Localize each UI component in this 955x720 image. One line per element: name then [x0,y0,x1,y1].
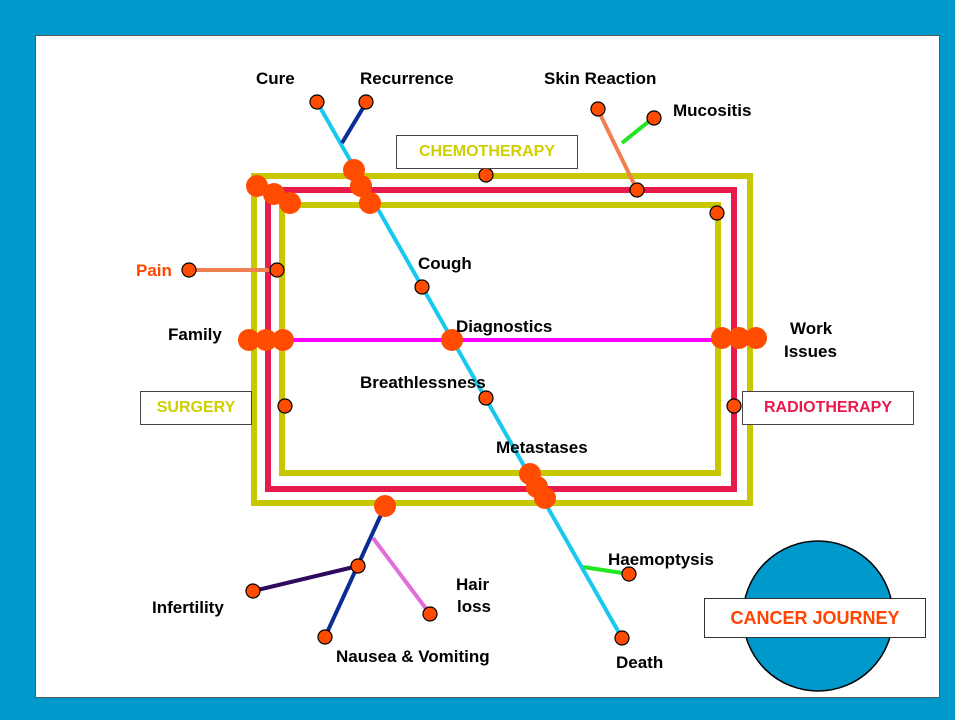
interchange-stations [238,159,767,517]
haemoptysis-station [621,566,637,582]
hair-loss-label-line1: Hair [456,575,490,594]
nausea-vomiting-station [317,629,333,645]
interchange-station [246,175,268,197]
family-label: Family [168,325,222,344]
work-issues-junction [709,205,725,221]
interchange-station [359,192,381,214]
interchange-station [238,329,260,351]
skin-reaction-branch [596,109,639,191]
haemoptysis-label: Haemoptysis [608,550,714,569]
breathlessness-station [478,390,494,406]
chemotherapy-station [478,167,494,183]
diagnostics-label: Diagnostics [456,317,553,336]
infertility-branch [252,564,359,593]
death-station [614,630,630,646]
interchange-station [272,329,294,351]
cure-label: Cure [256,69,295,88]
interchange-station [263,183,285,205]
interchange-station [711,327,733,349]
metastases-label: Metastases [496,438,588,457]
interchange-station [279,192,301,214]
recurrence-station [358,94,374,110]
cough-label: Cough [418,254,472,273]
interchange-station [441,329,463,351]
radiotherapy-station [726,398,742,414]
surgery-station [277,398,293,414]
cancer-journey-title: CANCER JOURNEY [704,598,926,638]
interchange-station [728,327,750,349]
interchange-station [534,487,556,509]
nausea-vomiting-label: Nausea & Vomiting [336,647,490,666]
infertility-station [245,583,261,599]
mucositis-label: Mucositis [673,101,752,120]
pain-junction [269,262,285,278]
pain-label: Pain [136,261,172,280]
recurrence-label: Recurrence [360,69,454,88]
breathlessness-label: Breathlessness [360,373,486,392]
recurrence-branch [340,101,368,145]
death-label: Death [616,653,664,672]
surgery-box: SURGERY [140,391,252,425]
skin-reaction-label: Skin Reaction [544,69,657,88]
cough-station [414,279,430,295]
infertility-label: Infertility [152,598,224,617]
interchange-station [255,329,277,351]
hair-loss-station [422,606,438,622]
nausea-junction [350,558,366,574]
interchange-station [745,327,767,349]
hair-loss-branch [371,536,432,616]
work-issues-label-line1: Work [790,319,833,338]
stations [181,94,742,646]
interchange-station [350,175,372,197]
chemotherapy-box: CHEMOTHERAPY [396,135,578,169]
hair-loss-label-line2: loss [457,597,492,616]
cure-station [309,94,325,110]
mucositis-station [646,110,662,126]
work-issues-label-line2: Issues [784,342,837,361]
interchange-station [374,495,396,517]
pain-station [181,262,197,278]
skin-reaction-station [590,101,606,117]
haemoptysis-branch [582,565,630,576]
radiotherapy-box: RADIOTHERAPY [742,391,914,425]
skin-reaction-junction [629,182,645,198]
